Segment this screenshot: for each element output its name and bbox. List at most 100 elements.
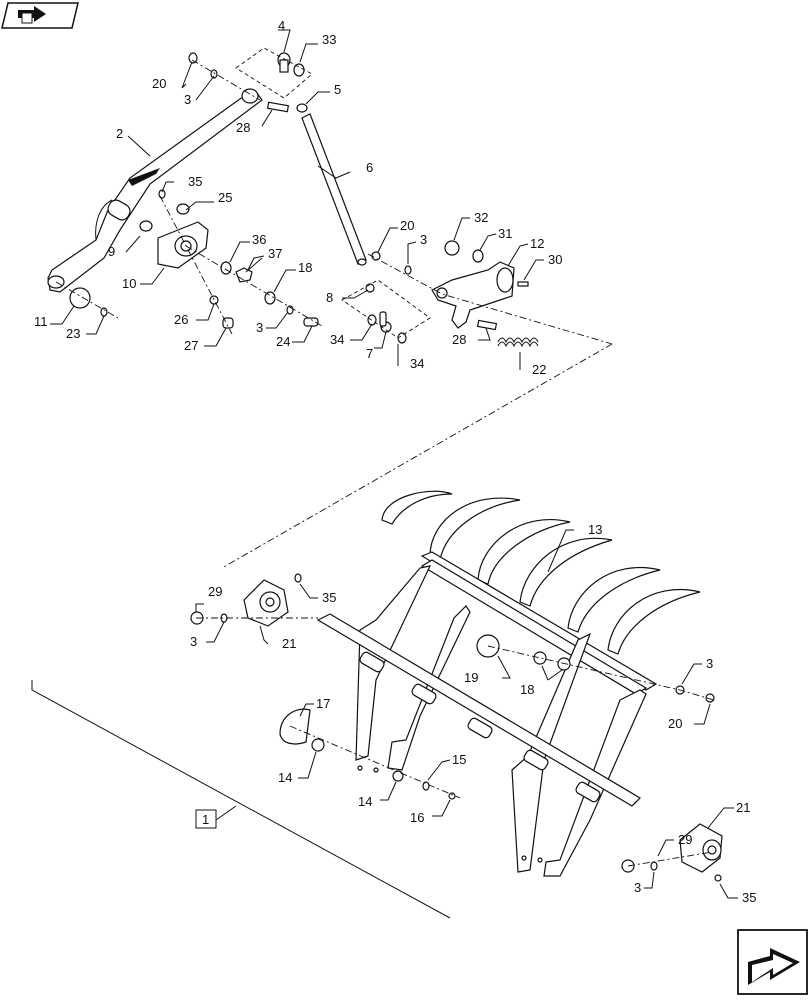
assembly-frame-line: [31, 680, 451, 919]
callout-20: 20: [668, 716, 682, 731]
washer-18a: [264, 291, 276, 305]
callout-14: 14: [358, 794, 372, 809]
callout-33: 33: [322, 32, 336, 47]
callout-10: 10: [122, 276, 136, 291]
nut-20a: [188, 52, 198, 64]
callout-27: 27: [184, 338, 198, 353]
centerline: [191, 59, 261, 101]
callout-28: 28: [452, 332, 466, 347]
roller-11: [69, 287, 91, 309]
callout-17: 17: [316, 696, 330, 711]
callout-8: 8: [326, 290, 333, 305]
callout-2: 2: [116, 126, 123, 141]
callout-34: 34: [330, 332, 344, 347]
washer-26: [209, 295, 219, 305]
callout-3: 3: [256, 320, 263, 335]
washer-3f: [650, 861, 658, 871]
callout-12: 12: [530, 236, 544, 251]
link-7: [379, 311, 392, 333]
callout-30: 30: [548, 252, 562, 267]
callout-21: 21: [282, 636, 296, 651]
callout-26: 26: [174, 312, 188, 327]
bushing-32: [444, 240, 460, 256]
callout-14: 14: [278, 770, 292, 785]
rake-frame-part: [355, 490, 701, 877]
callout-32: 32: [474, 210, 488, 225]
pin-24: [303, 317, 319, 327]
callout-36: 36: [252, 232, 266, 247]
bearing-left-part: [243, 579, 289, 627]
callout-37: 37: [268, 246, 282, 261]
callout-31: 31: [498, 226, 512, 241]
washer-14b: [392, 770, 404, 782]
callout-leaders: [50, 29, 738, 899]
callout-20: 20: [400, 218, 414, 233]
bushing-part: [107, 199, 131, 221]
callout-16: 16: [410, 810, 424, 825]
callout-5: 5: [334, 82, 341, 97]
callout-18: 18: [520, 682, 534, 697]
callout-9: 9: [108, 244, 115, 259]
callout-labels: 20 3 2 4 33 28 5 6 35 25 9 10 11 23 36 3…: [34, 18, 756, 905]
spring-22: [497, 337, 539, 348]
callout-3: 3: [706, 656, 713, 671]
callout-29: 29: [678, 832, 692, 847]
bushing-33: [293, 63, 305, 77]
callout-21: 21: [736, 800, 750, 815]
callout-3: 3: [184, 92, 191, 107]
bearing-right-part: [679, 823, 723, 873]
nut-20b: [371, 251, 381, 261]
spring-37: [235, 257, 263, 283]
shaft-part: [316, 613, 641, 807]
washer-23: [100, 307, 108, 317]
nut-16: [448, 792, 456, 800]
callout-3: 3: [420, 232, 427, 247]
nut-35c: [714, 874, 722, 882]
callout-23: 23: [66, 326, 80, 341]
callout-35: 35: [322, 590, 336, 605]
bushing-27: [222, 317, 234, 329]
book-arrow-icon[interactable]: [1, 2, 79, 29]
callout-18: 18: [298, 260, 312, 275]
callout-15: 15: [452, 752, 466, 767]
bolt-28b: [476, 319, 498, 331]
bushing-4: [277, 52, 291, 73]
nut-35b: [294, 573, 302, 583]
washer-3c: [404, 265, 412, 275]
centerline: [55, 281, 119, 319]
callout-6: 6: [366, 160, 373, 175]
callout-7: 7: [366, 346, 373, 361]
washer-31: [472, 249, 484, 263]
centerline: [487, 645, 715, 701]
detail-box-1: [235, 47, 313, 99]
callout-20: 20: [152, 76, 166, 91]
rod-part: [301, 113, 367, 266]
callout-22: 22: [532, 362, 546, 377]
callout-24: 24: [276, 334, 290, 349]
washer-14a: [311, 738, 325, 752]
callout-35: 35: [188, 174, 202, 189]
washer-3a: [210, 69, 218, 79]
centerline: [159, 195, 233, 335]
callout-34: 34: [410, 356, 424, 371]
cap-17: [279, 708, 311, 745]
centerline: [185, 245, 323, 327]
callout-35: 35: [742, 890, 756, 905]
callout-13: 13: [588, 522, 602, 537]
nut-20c: [705, 693, 715, 703]
washer-36: [220, 261, 232, 275]
washer-15: [422, 781, 430, 791]
washer-9: [139, 220, 153, 232]
callout-28: 28: [236, 120, 250, 135]
next-page-arrow-icon[interactable]: [737, 929, 808, 995]
nut-5: [296, 103, 308, 113]
detail-box-2: [341, 279, 431, 339]
cap-25: [176, 203, 190, 215]
frame-callout-label: 1: [202, 812, 209, 827]
pivot-bracket-part: [157, 221, 209, 269]
callout-11: 11: [34, 314, 48, 329]
callout-25: 25: [218, 190, 232, 205]
bolt-28a: [266, 101, 290, 113]
centerline: [221, 343, 613, 569]
